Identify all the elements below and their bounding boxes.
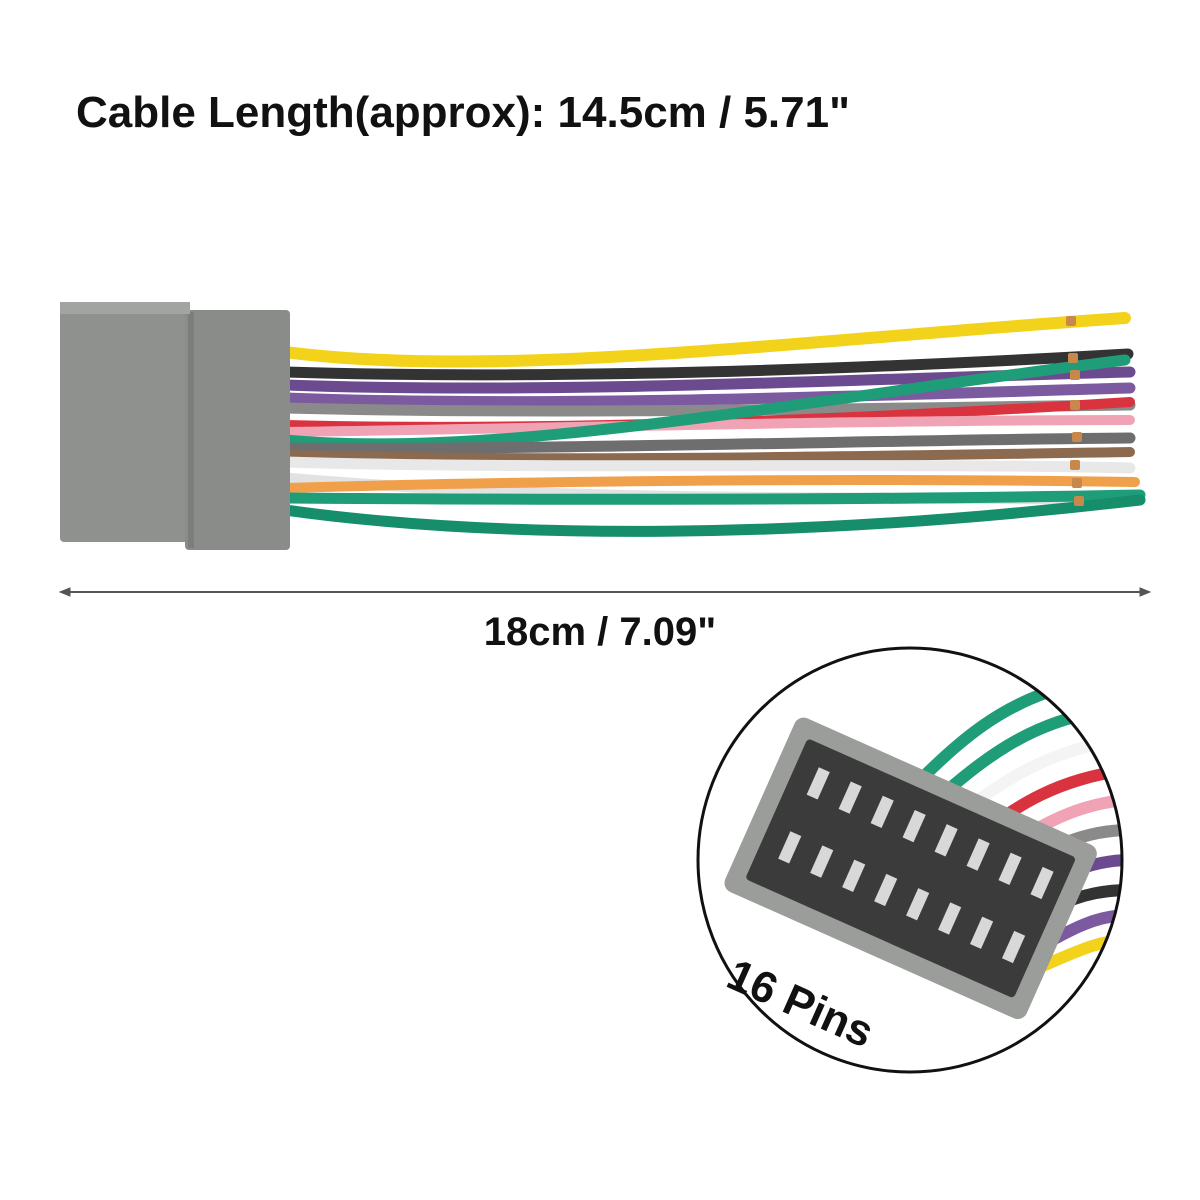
wire-black: [279, 348, 1134, 381]
wire-gray-2: [279, 432, 1136, 454]
wire-brown: [280, 447, 1135, 464]
wire-ends: [1066, 316, 1084, 506]
wire-green-2: [279, 489, 1146, 505]
wire-bundle: [279, 312, 1146, 537]
cable-length-label: Cable Length(approx): 14.5cm / 5.71": [76, 88, 850, 137]
dimension-line: [58, 587, 1152, 597]
wire-green-3: [279, 494, 1146, 537]
wire-pink: [280, 415, 1135, 437]
pin-closeup-inset: [696, 646, 1124, 1074]
harness-connector: [60, 302, 290, 550]
wire-purple-2: [279, 382, 1136, 408]
overall-length-label: 18cm / 7.09": [483, 610, 717, 654]
wire-yellow: [279, 312, 1131, 368]
wire-white-1: [279, 456, 1136, 474]
wire-orange: [280, 475, 1140, 493]
